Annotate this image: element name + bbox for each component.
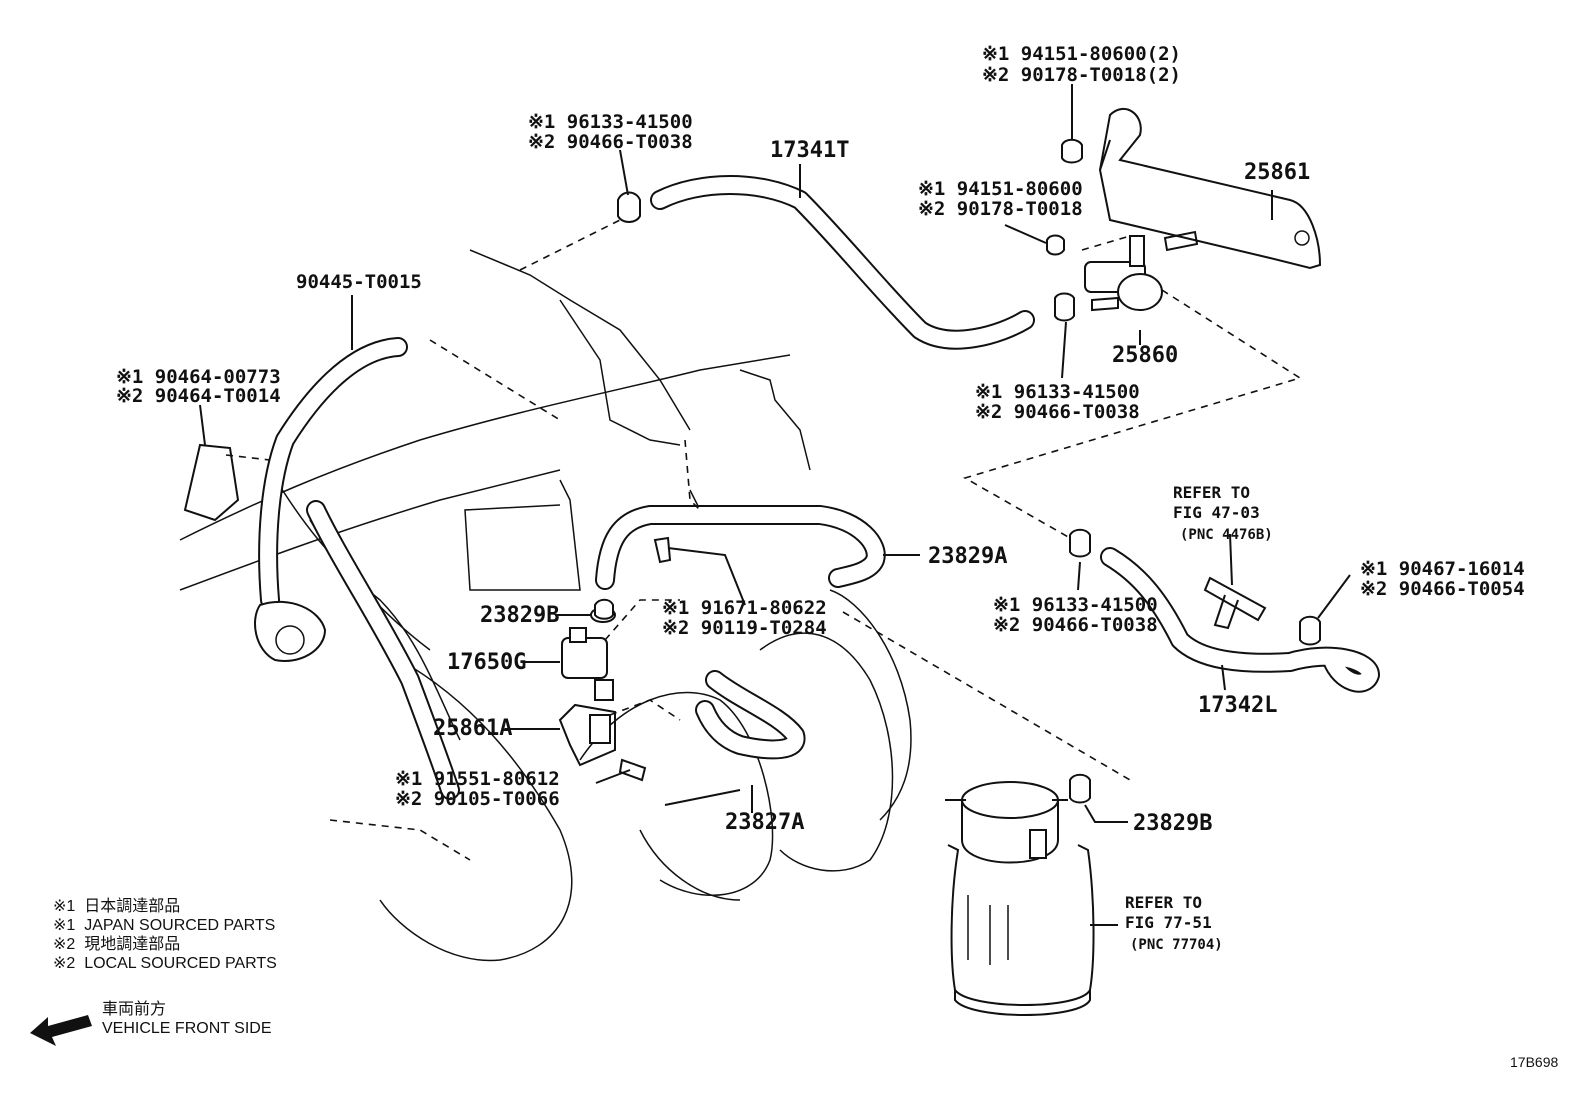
refer-77-line3: (PNC 77704): [1130, 937, 1223, 953]
front-label-en: VEHICLE FRONT SIDE: [102, 1020, 272, 1037]
callout-c2-line2: ※2 90466-T0038: [528, 131, 693, 153]
callout-c1-line2: ※2 90178-T0018(2): [982, 64, 1181, 86]
clips: [183, 138, 1321, 804]
part-23829a: 23829A: [928, 544, 1008, 569]
part-25861: 25861: [1244, 160, 1311, 185]
callout-c8-line1: ※1 90467-16014: [1360, 558, 1525, 580]
part-25860: 25860: [1112, 343, 1179, 368]
legend-japan-en: ※1 JAPAN SOURCED PARTS: [53, 917, 276, 934]
callout-c5-line2: ※2 90464-T0014: [116, 385, 281, 407]
callout-c9-line1: ※1 91551-80612: [395, 768, 560, 790]
figure-code: 17B698: [1510, 1054, 1559, 1070]
dashed-links: [225, 219, 1302, 781]
callout-c5-line1: ※1 90464-00773: [116, 366, 281, 388]
refer-77-line2: FIG 77-51: [1125, 913, 1212, 932]
callout-c7-line1: ※1 96133-41500: [993, 594, 1158, 616]
callout-c3-line2: ※2 90178-T0018: [918, 198, 1083, 220]
legend-japan-jp: ※1 日本調達部品: [53, 898, 181, 915]
callout-c6-line2: ※2 90119-T0284: [662, 617, 827, 639]
callout-c6-line1: ※1 91671-80622: [662, 597, 827, 619]
callout-c4-line1: ※1 96133-41500: [975, 381, 1140, 403]
bracket-25861a: [558, 703, 616, 767]
tee-pipe: [1203, 576, 1267, 630]
part-17650g: 17650G: [447, 650, 527, 675]
legend-local-en: ※2 LOCAL SOURCED PARTS: [53, 955, 277, 972]
callout-c9-line2: ※2 90105-T0066: [395, 788, 560, 810]
part-23829b-lower: 23829B: [1133, 811, 1213, 836]
callout-c8-line2: ※2 90466-T0054: [1360, 578, 1525, 600]
refer-47-line2: FIG 47-03: [1173, 503, 1260, 522]
part-17341t: 17341T: [770, 138, 850, 163]
refer-47-line1: REFER TO: [1173, 483, 1251, 502]
refer-47-line3: (PNC 4476B): [1180, 527, 1273, 543]
callout-c1-line1: ※1 94151-80600(2): [982, 43, 1181, 65]
part-23829b-upper: 23829B: [480, 603, 560, 628]
vsv-17650g: [561, 607, 616, 701]
callout-c3-line1: ※1 94151-80600: [918, 178, 1083, 200]
bracket-25861: [1098, 108, 1322, 270]
leader-lines: [199, 84, 1351, 926]
callout-c4-line2: ※2 90466-T0038: [975, 401, 1140, 423]
front-arrow: [30, 1015, 92, 1046]
canister: [945, 781, 1095, 1016]
part-25861a: 25861A: [433, 716, 513, 741]
callout-c7-line2: ※2 90466-T0038: [993, 614, 1158, 636]
part-90445-t0015: 90445-T0015: [296, 271, 422, 293]
hoses: [258, 175, 1380, 800]
part-23827a: 23827A: [725, 810, 805, 835]
vsv-25860: [1084, 230, 1199, 312]
refer-77-line1: REFER TO: [1125, 893, 1203, 912]
callout-c2-line1: ※1 96133-41500: [528, 111, 693, 133]
front-label-jp: 車両前方: [102, 1001, 167, 1018]
part-17342l: 17342L: [1198, 693, 1278, 718]
legend-local-jp: ※2 現地調達部品: [53, 936, 181, 953]
